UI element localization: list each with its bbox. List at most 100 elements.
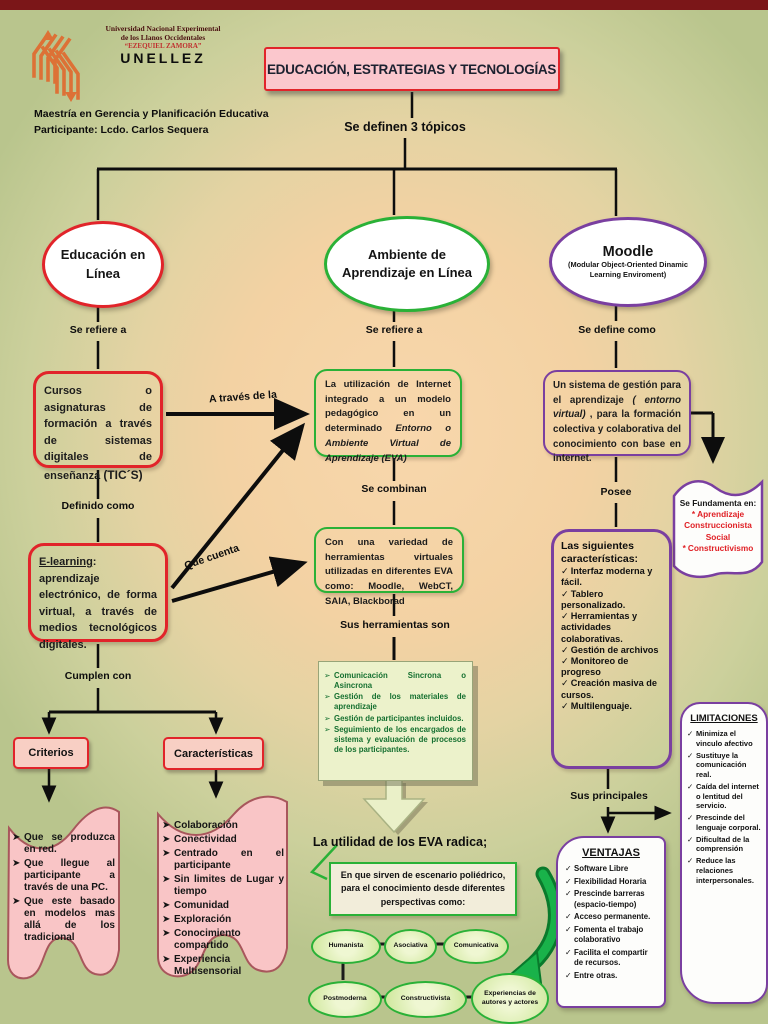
feature-item: Sin limites de Lugar y tiempo (174, 874, 284, 897)
check-icon: ✓ (565, 970, 572, 980)
ventaja-item: Flexibilidad Horaria (574, 876, 647, 886)
herramientas-text: Con una variedad de herramientas virtual… (325, 537, 453, 607)
caracteristicas-moodle-box: Las siguientes características: ✓Interfa… (551, 529, 672, 769)
check-icon: ✓ (565, 889, 572, 899)
arrow-bullet-icon: ➤ (162, 954, 171, 965)
elearning-box: E-learning: aprendizaje electrónico, de … (28, 543, 168, 651)
eva-italic-text: Entorno o Ambiente Virtual de Aprendizaj… (325, 423, 451, 464)
limitacion-item: Caída del internet o lentitud del servic… (696, 781, 759, 811)
check-icon: ✓ (561, 566, 569, 577)
criteria-item: Que este basado en modelos mas allá de l… (24, 896, 115, 943)
limitacion-item: Dificultad de la comprensión (696, 834, 750, 854)
caract-item: ✓Herramientas y actividades colaborativa… (561, 611, 638, 644)
eva-text: La utilización de Internet integrado a u… (325, 379, 451, 435)
check-icon: ✓ (561, 700, 569, 711)
caract-item: ✓Tablero personalizado. (561, 588, 626, 610)
caracteristicas-label: Características (174, 747, 253, 760)
herramientas-box: Con una variedad de herramientas virtual… (314, 527, 464, 607)
features-wave-shape: ➤Colaboración ➤Conectividad ➤Centrado en… (152, 780, 293, 995)
feature-item: Centrado en el participante (174, 848, 284, 871)
fundamenta-item: *Constructivismo (682, 542, 754, 553)
tool-item: Seguimiento de los encargados de sistema… (334, 724, 466, 754)
elearning-rest: : aprendizaje electrónico, de forma virt… (39, 556, 157, 651)
arrow-bullet-icon: ➢ (324, 692, 331, 702)
feature-item: Colaboración (174, 820, 238, 831)
check-icon: ✓ (565, 864, 572, 873)
perspective-oval: Asociativa (384, 929, 437, 964)
star-bullet-icon: * (682, 542, 686, 553)
caract-item: ✓Monitoreo de progreso (561, 656, 629, 678)
oval-educacion-en-linea: Educación en Línea (42, 221, 164, 308)
star-bullet-icon: * (691, 509, 696, 520)
ventaja-item: Acceso permanente. (574, 912, 651, 922)
tool-item: Comunicación Sincrona o Asincrona (334, 671, 466, 691)
ventaja-item: Fomenta el trabajo colaborativo (574, 924, 644, 945)
oval-moodle: Moodle (Modular Object-Oriented Dinamic … (549, 217, 707, 307)
sus-herramientas-label: Sus herramientas son (340, 619, 450, 631)
limitacion-item: Sustituye la comunicación real. (696, 750, 747, 780)
arrow-bullet-icon: ➤ (162, 848, 171, 859)
escenario-box: En que sirven de escenario poliédrico, p… (329, 862, 517, 916)
check-icon: ✓ (687, 729, 694, 738)
combinan-label: Se combinan (361, 483, 427, 495)
limitacion-item: Minimiza el vinculo afectivo (696, 729, 753, 748)
caract-title2: características: (561, 553, 639, 566)
program-line: Maestría en Gerencia y Planificación Edu… (34, 108, 269, 120)
page-title: EDUCACIÓN, ESTRATEGIAS Y TECNOLOGÍAS (267, 61, 557, 77)
moodle-subtitle: (Modular Object-Oriented Dinamic Learnin… (568, 260, 688, 279)
perspective-oval: Constructivista (384, 981, 467, 1018)
arrow-bullet-icon: ➢ (324, 713, 331, 723)
sistema-text2: , para la formación colectiva y colabora… (553, 409, 681, 465)
perspective-oval: Humanista (311, 929, 381, 964)
check-icon: ✓ (687, 813, 694, 822)
ventaja-item: Facilita el compartir de recursos. (574, 947, 648, 968)
sus-principales-label: Sus principales (570, 790, 648, 802)
ventajas-box: VENTAJAS ✓Software Libre ✓Flexibilidad H… (556, 836, 666, 1008)
arrow-bullet-icon: ➤ (12, 858, 21, 869)
criterios-tag: Criterios (13, 737, 89, 769)
participant-line: Participante: Lcdo. Carlos Sequera (34, 124, 209, 137)
check-icon: ✓ (565, 947, 572, 957)
atraves-label: A través de la (208, 388, 278, 406)
arrow-bullet-icon: ➤ (12, 896, 21, 907)
check-icon: ✓ (561, 678, 569, 689)
feature-item: Exploración (174, 914, 232, 925)
wave-outline (6, 806, 120, 980)
eva-box: La utilización de Internet integrado a u… (314, 369, 462, 464)
university-line2: de los Llanos Occidentales (120, 33, 206, 42)
university-line1: Universidad Nacional Experimental (105, 24, 221, 33)
cursos-box: Cursos o asignaturas de formación a trav… (33, 371, 163, 482)
left-refiere-label: Se refiere a (69, 324, 127, 336)
limitaciones-box: LIMITACIONES ✓Minimiza el vinculo afecti… (680, 702, 768, 1004)
arrow-bullet-icon: ➤ (162, 820, 171, 831)
cursos-bold: (TIC´S) (103, 467, 143, 482)
caract-item: ✓Multilenguaje. (561, 700, 632, 711)
arrow-bullet-icon: ➤ (12, 832, 21, 843)
ventaja-item: Prescinde barreras (espacio-tiempo) (574, 889, 645, 909)
limitaciones-title: LIMITACIONES (690, 713, 758, 724)
arrow-bullet-icon: ➤ (162, 900, 171, 911)
check-icon: ✓ (565, 912, 572, 922)
feature-item: Conectividad (174, 834, 237, 845)
criterios-label: Criterios (28, 747, 74, 759)
check-icon: ✓ (687, 856, 694, 865)
perspective-oval: Comunicativa (443, 929, 509, 964)
block-arrow-down-icon (362, 779, 426, 834)
moodle-title: Moodle (602, 244, 654, 261)
tool-item: Gestión de participantes incluidos. (334, 713, 464, 723)
ventaja-item: Entre otras. (574, 970, 618, 980)
feature-item: Experiencia Multisensorial (174, 954, 242, 977)
check-icon: ✓ (561, 611, 569, 622)
definido-label: Definido como (61, 500, 135, 512)
fundamenta-item: *Aprendizaje Construccionista Social (684, 509, 752, 542)
wave-outline (157, 795, 288, 978)
check-icon: ✓ (687, 834, 694, 844)
ventajas-title: VENTAJAS (582, 847, 640, 859)
tool-item: Gestión de los materiales de aprendizaje (334, 692, 466, 712)
caract-title1: Las siguientes (561, 540, 634, 552)
limitacion-item: Prescinde del lenguaje corporal. (696, 813, 761, 832)
perspective-oval: Postmoderna (308, 981, 382, 1018)
caract-item: ✓Interfaz moderna y fácil. (561, 566, 653, 588)
cursos-text: Cursos o asignaturas de formación a trav… (44, 385, 152, 482)
